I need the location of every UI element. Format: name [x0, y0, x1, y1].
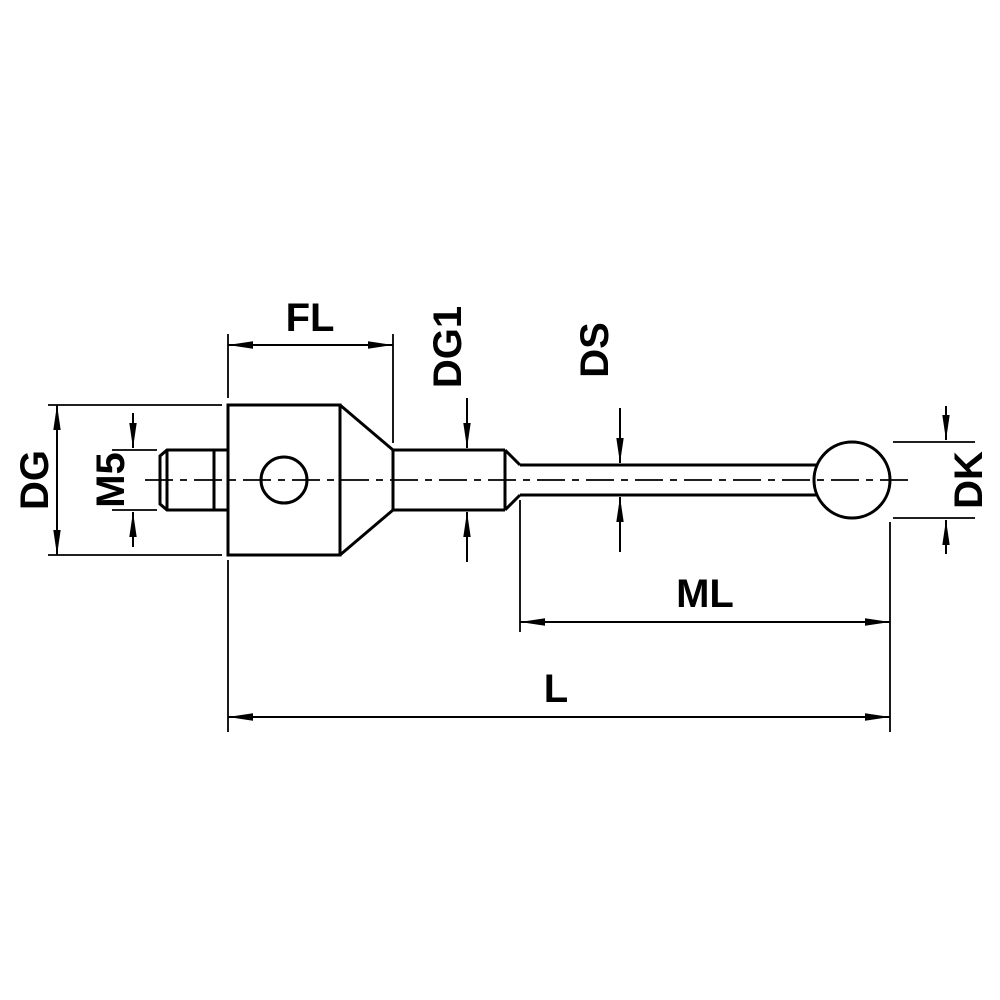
- dim-dg1: DG1: [426, 306, 471, 562]
- shaft-cone-top: [503, 448, 522, 467]
- ds-label: DS: [573, 322, 617, 378]
- dim-dk: DK: [893, 406, 991, 554]
- shaft-cone-bottom: [503, 493, 522, 512]
- dim-l: L: [227, 560, 890, 732]
- l-label: L: [544, 667, 568, 711]
- dim-ml: ML: [519, 500, 891, 732]
- dg1-label: DG1: [426, 306, 470, 388]
- taper-top: [339, 403, 394, 452]
- taper-bottom: [339, 508, 394, 557]
- ball-tip: [812, 440, 892, 520]
- ml-label: ML: [676, 572, 734, 616]
- cross-hole: [259, 455, 309, 505]
- fl-label: FL: [286, 296, 335, 340]
- m5-label: M5: [89, 452, 133, 508]
- dim-dg: DG: [13, 404, 222, 556]
- dk-label: DK: [947, 451, 991, 509]
- stylus-body: [226, 403, 342, 557]
- stylus-outline: [158, 403, 892, 557]
- dg-label: DG: [13, 450, 57, 510]
- dim-ds: DS: [573, 322, 624, 552]
- dim-fl: FL: [227, 296, 394, 443]
- dim-m5: M5: [89, 413, 157, 547]
